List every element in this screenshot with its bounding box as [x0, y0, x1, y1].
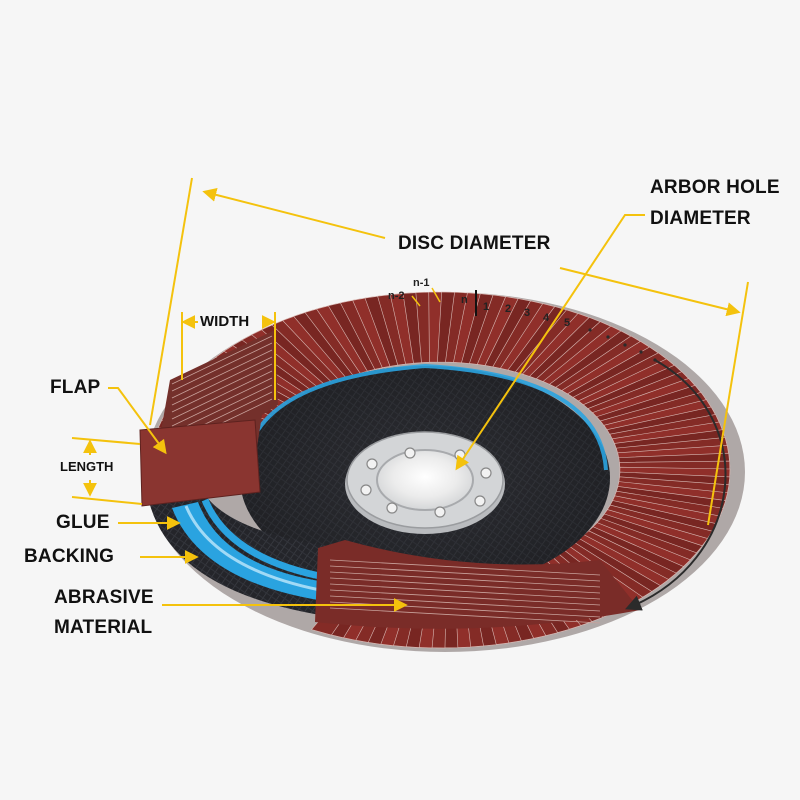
- disc-diameter-label: DISC DIAMETER: [398, 233, 551, 254]
- flap-number-5: 5: [564, 317, 571, 329]
- flap-edge: [329, 595, 601, 612]
- glue-band-inner: [201, 498, 331, 582]
- n-2-leader: [411, 295, 421, 307]
- single-flap: [139, 419, 261, 507]
- diameter-arrow-left: [202, 187, 386, 239]
- glue-band-highlight: [184, 505, 321, 592]
- arbor-leader: [455, 214, 645, 471]
- rivet: [366, 458, 378, 470]
- flap-edge: [329, 607, 601, 624]
- callouts: [71, 177, 749, 612]
- curved-arrow-icon: [625, 359, 727, 611]
- flap-edge: [171, 377, 273, 427]
- flap-edge: [329, 571, 601, 588]
- flap-edge: [171, 384, 273, 434]
- flap-number-2: 2: [505, 303, 512, 315]
- flap-label: FLAP: [50, 377, 101, 398]
- arbor-hub: [345, 431, 505, 534]
- width-label: WIDTH: [200, 313, 250, 330]
- rivet: [386, 502, 398, 514]
- abrasive-label-line1: ABRASIVE: [54, 587, 154, 608]
- flap-edge: [329, 583, 601, 600]
- flap-edge: [171, 349, 273, 399]
- flap-number-n-minus-1: n-1: [413, 277, 430, 289]
- exploded-flap: [139, 330, 278, 507]
- flap-edge: [171, 335, 273, 385]
- cutaway-section: [150, 495, 640, 629]
- flap-disc: [139, 287, 745, 652]
- flap-edge: [171, 363, 273, 413]
- flap-edge: [171, 370, 273, 420]
- diameter-ext-left: [149, 177, 193, 426]
- rivet: [360, 484, 372, 496]
- arbor-hole-label-line1: ARBOR HOLE: [650, 177, 780, 198]
- inner-glue-edge: [243, 363, 608, 471]
- flap-edge: [329, 589, 601, 606]
- glue-label: GLUE: [56, 512, 110, 533]
- flap-number-n: n: [461, 294, 468, 306]
- length-ext-top: [71, 437, 141, 445]
- arbor-hole: [376, 449, 474, 511]
- rivet: [480, 467, 492, 479]
- flap-number-n-minus-2: n-2: [388, 290, 405, 302]
- flap-number-3: 3: [524, 307, 531, 319]
- flap-leader: [108, 387, 167, 455]
- flap-number-4: 4: [543, 312, 550, 324]
- rivet: [434, 506, 446, 518]
- flap-edge: [329, 577, 601, 594]
- numbering-dots: [588, 328, 657, 362]
- diameter-arrow-right: [559, 267, 741, 317]
- flap-edge: [171, 356, 273, 406]
- rivet: [474, 495, 486, 507]
- backing-label: BACKING: [24, 546, 115, 567]
- flap-edge: [329, 565, 601, 582]
- diameter-ext-right: [707, 281, 749, 526]
- flap-edge: [329, 559, 601, 576]
- length-label: LENGTH: [60, 459, 114, 474]
- abrasive-label-line2: MATERIAL: [54, 617, 153, 638]
- rivet: [404, 447, 416, 459]
- n-1-leader: [431, 287, 441, 303]
- length-ext-bottom: [71, 496, 143, 505]
- flap-edge: [171, 342, 273, 392]
- glue-band: [172, 502, 325, 600]
- flap-number-1: 1: [483, 301, 490, 313]
- arbor-hole-label-line2: DIAMETER: [650, 208, 751, 229]
